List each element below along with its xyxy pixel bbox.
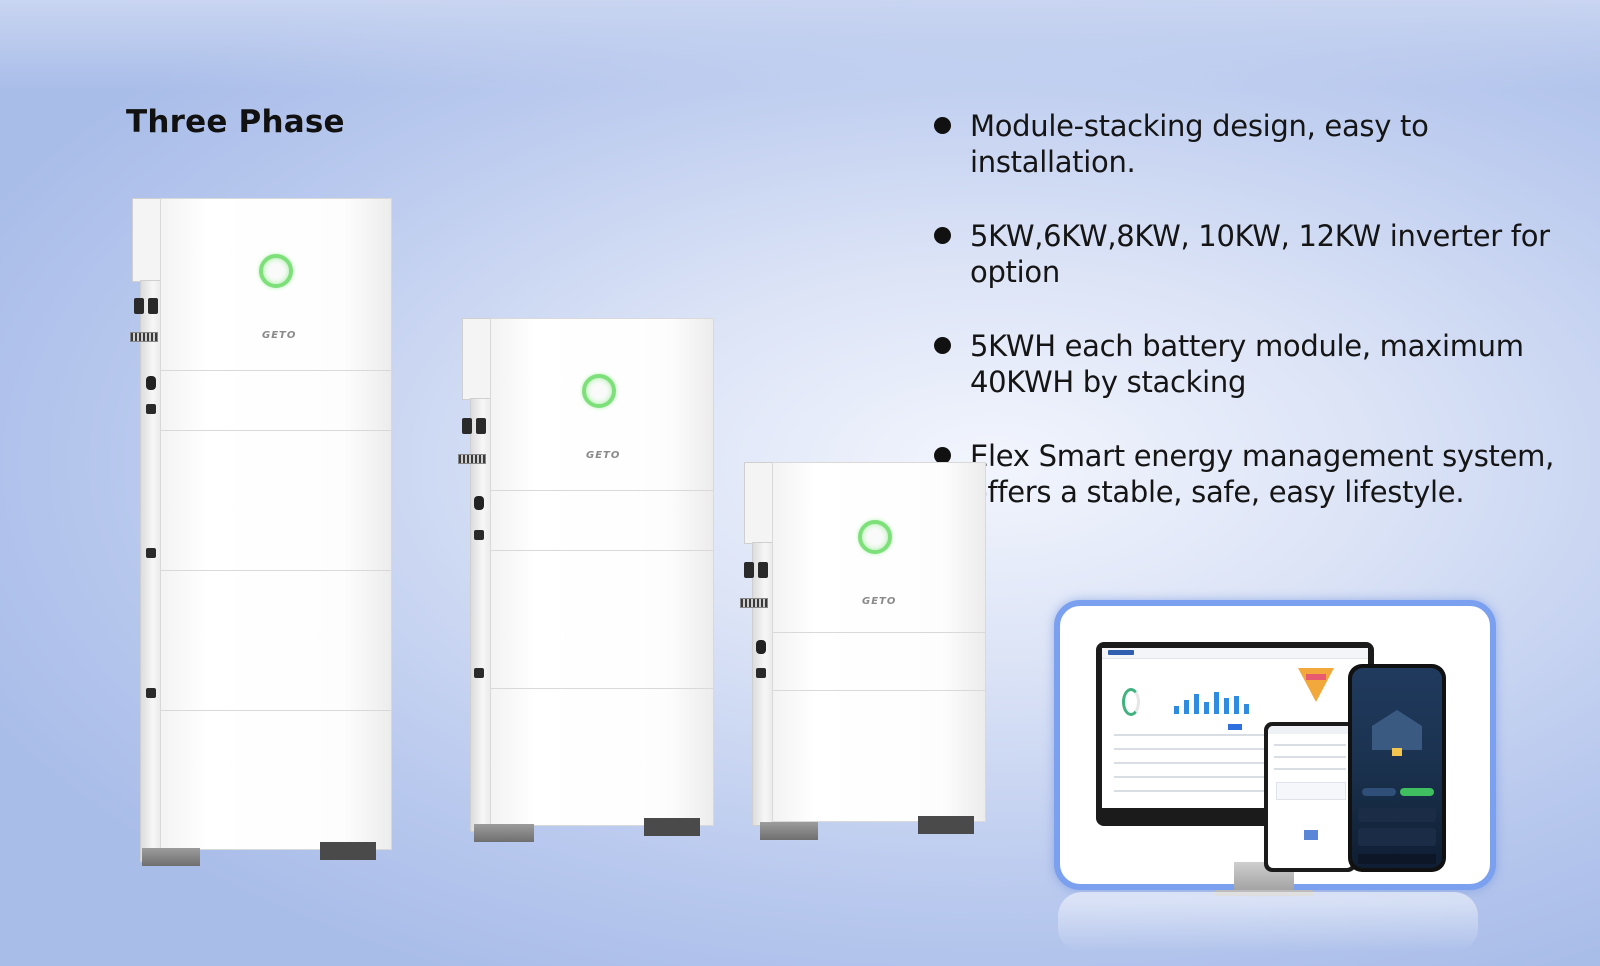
battery-tower-medium: GETO (458, 318, 714, 854)
tower-foot (142, 848, 200, 866)
feature-text: Elex Smart energy management system, off… (970, 439, 1555, 509)
bullet-dot-icon (934, 447, 951, 464)
connector-icon (146, 404, 156, 414)
port-icon (474, 496, 484, 510)
bullet-dot-icon (934, 227, 951, 244)
battery-base (160, 710, 392, 850)
port-icon (756, 640, 766, 654)
connector-icon (756, 668, 766, 678)
terminal-block-icon (458, 454, 486, 464)
tower-foot (644, 818, 700, 836)
feature-text: 5KWH each battery module, maximum 40KWH … (970, 329, 1524, 399)
battery-base (490, 688, 714, 826)
feature-text: Module-stacking design, easy to installa… (970, 109, 1429, 179)
inverter-side-box (744, 462, 774, 544)
feature-text: 5KW,6KW,8KW, 10KW, 12KW inverter for opt… (970, 219, 1550, 289)
connector-icon (462, 418, 472, 434)
status-ring-icon (858, 520, 892, 554)
battery-tower-large: GETO (130, 198, 392, 880)
tablet-screen (1268, 726, 1352, 868)
feature-item: Elex Smart energy management system, off… (934, 438, 1574, 510)
brand-logo: GETO (262, 330, 297, 341)
battery-module (160, 430, 392, 572)
status-ring-icon (582, 374, 616, 408)
tablet-device (1264, 722, 1356, 872)
port-icon (146, 376, 156, 390)
tower-side-rail (752, 542, 774, 826)
feature-item: Module-stacking design, easy to installa… (934, 108, 1574, 180)
battery-module (490, 490, 714, 552)
inverter-side-box (132, 198, 162, 282)
brand-logo: GETO (586, 450, 621, 461)
terminal-block-icon (740, 598, 768, 608)
connector-icon (474, 530, 484, 540)
smartphone-device (1348, 664, 1446, 872)
connector-icon (134, 298, 144, 314)
feature-item: 5KWH each battery module, maximum 40KWH … (934, 328, 1574, 400)
battery-module (160, 570, 392, 712)
battery-module (772, 632, 986, 692)
connector-icon (744, 562, 754, 578)
phone-app-screen (1352, 668, 1442, 868)
brand-logo: GETO (862, 596, 897, 607)
feature-item: 5KW,6KW,8KW, 10KW, 12KW inverter for opt… (934, 218, 1574, 290)
bullet-dot-icon (934, 337, 951, 354)
card-reflection (1058, 892, 1478, 952)
page-title: Three Phase (126, 104, 345, 140)
connector-icon (476, 418, 486, 434)
app-showcase-card (1054, 600, 1496, 896)
connector-icon (474, 668, 484, 678)
tower-foot (760, 822, 818, 840)
status-ring-icon (259, 254, 293, 288)
bullet-dot-icon (934, 117, 951, 134)
feature-list: Module-stacking design, easy to installa… (934, 108, 1574, 548)
tower-side-rail (140, 280, 162, 862)
connector-icon (146, 548, 156, 558)
connector-icon (758, 562, 768, 578)
tower-foot (320, 842, 376, 860)
terminal-block-icon (130, 332, 158, 342)
connector-icon (146, 688, 156, 698)
tower-foot (474, 824, 534, 842)
inverter-panel (490, 318, 714, 492)
top-band (0, 0, 1600, 90)
bar-chart-thumb (1170, 678, 1252, 714)
inverter-side-box (462, 318, 492, 400)
battery-tower-small: GETO (740, 462, 986, 844)
battery-base (772, 690, 986, 822)
tower-foot (918, 816, 974, 834)
connector-icon (148, 298, 158, 314)
battery-module (160, 370, 392, 432)
battery-module (490, 550, 714, 690)
